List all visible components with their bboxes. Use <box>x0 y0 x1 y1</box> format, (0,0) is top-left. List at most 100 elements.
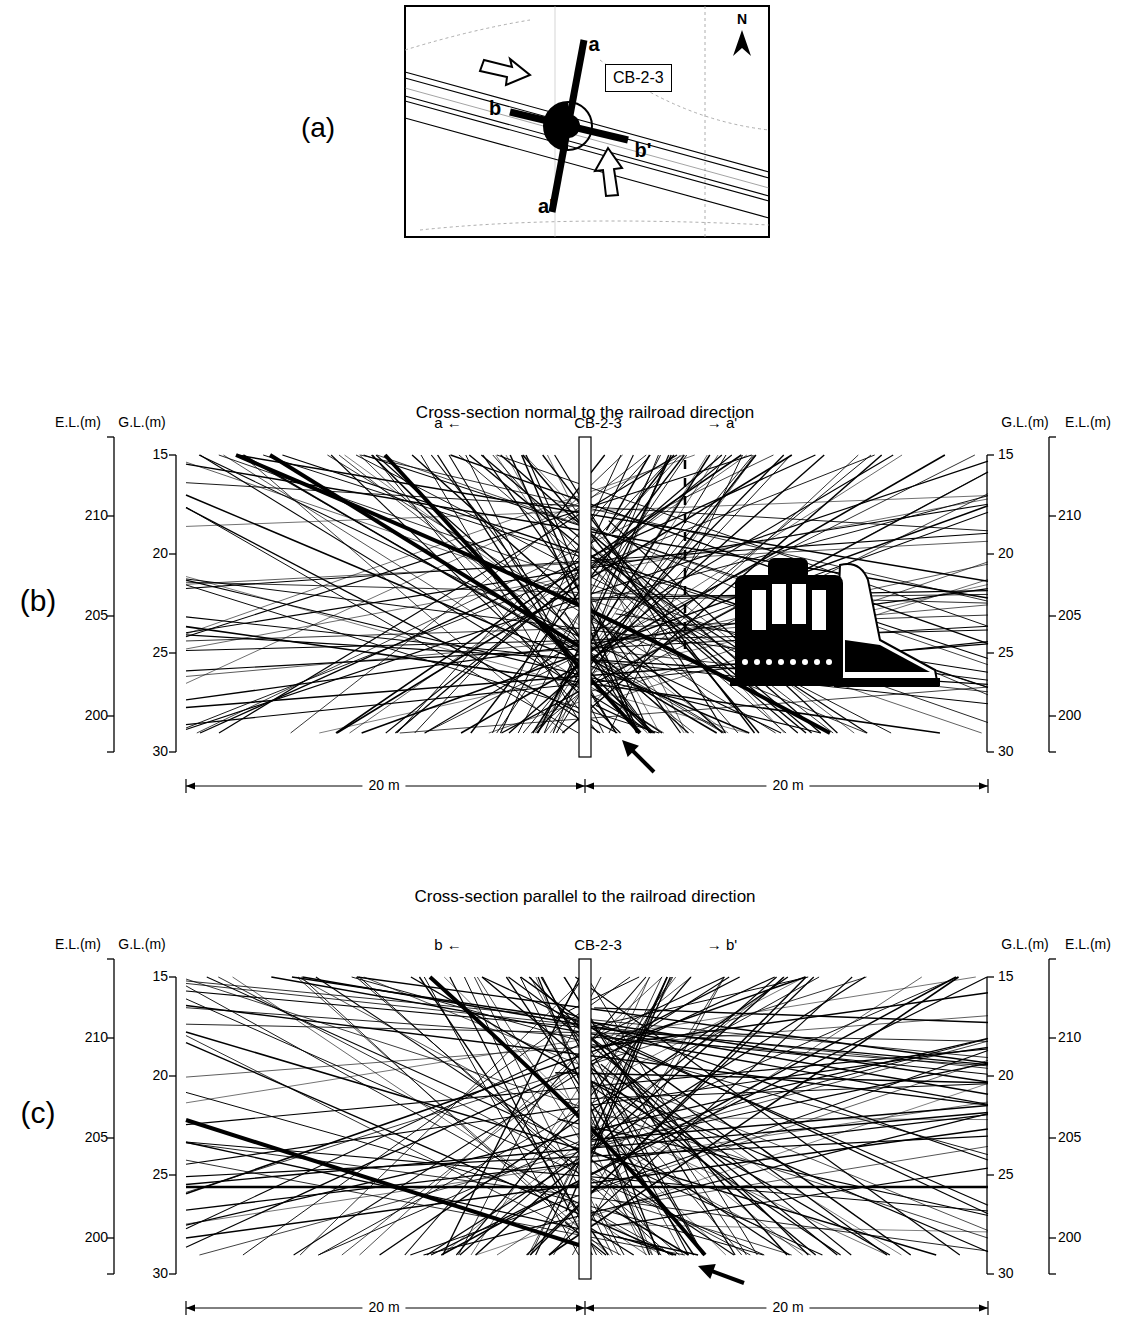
trace-line <box>616 1036 988 1075</box>
trace-line <box>186 455 683 683</box>
axis-tick <box>987 1273 994 1274</box>
trace-line <box>318 977 957 1255</box>
section-label: 25 <box>998 645 1014 660</box>
axis-tick <box>107 1137 114 1138</box>
section-label: 205 <box>85 608 108 623</box>
trace-line <box>263 455 988 687</box>
map-label: b <box>489 97 501 119</box>
dimension-arrow <box>585 1305 594 1312</box>
trace-line <box>199 1041 988 1255</box>
axis-tick <box>107 1237 114 1238</box>
section-label: → a' <box>707 415 737 432</box>
trace-line <box>410 1051 988 1255</box>
axis-tick <box>107 958 114 959</box>
section-label: 20 <box>998 1068 1014 1083</box>
trace-line <box>345 455 729 733</box>
trace-line <box>186 986 672 1255</box>
section-label: 20 m <box>766 1300 809 1315</box>
trace-line <box>535 455 707 733</box>
dimension-arrow <box>186 1305 195 1312</box>
panel-letter: (b) <box>20 584 57 617</box>
section-label: → b' <box>707 937 737 954</box>
axis-tick <box>1049 1037 1056 1038</box>
section-label: 205 <box>1058 1130 1081 1145</box>
trace-line <box>613 1146 988 1207</box>
section-label: 25 <box>152 645 168 660</box>
axis-line <box>175 455 176 752</box>
section-label: 210 <box>1058 508 1081 523</box>
axis-line <box>113 959 114 1274</box>
major-trace <box>385 455 640 733</box>
trace-line <box>545 455 755 733</box>
borehole <box>579 959 591 1279</box>
major-trace <box>186 1120 585 1247</box>
axis-line <box>1048 959 1049 1274</box>
map-label: a' <box>538 195 554 217</box>
axis-tick <box>169 652 176 653</box>
panel-letter: (a) <box>301 113 335 144</box>
trace-line <box>427 977 865 1255</box>
section-label: 205 <box>85 1130 108 1145</box>
axis-tick <box>1049 751 1056 752</box>
trace-line <box>581 993 988 1049</box>
dimension-arrow <box>979 1305 988 1312</box>
section-label: 20 m <box>362 1300 405 1315</box>
axis-tick <box>107 751 114 752</box>
train-icon <box>730 558 940 686</box>
section-label: 210 <box>85 1030 108 1045</box>
axis-line <box>175 977 176 1274</box>
section-label: G.L.(m) <box>118 937 165 952</box>
dimension-arrow <box>576 783 585 790</box>
trace-line <box>297 977 610 1255</box>
dashed-marker <box>684 460 687 655</box>
trace-line <box>481 455 811 733</box>
section-label: 25 <box>152 1167 168 1182</box>
axis-tick <box>169 1273 176 1274</box>
axis-tick <box>987 553 994 554</box>
section-label: G.L.(m) <box>1001 937 1048 952</box>
axis-line <box>986 455 987 752</box>
trace-line <box>584 977 670 1175</box>
trace-line <box>456 977 691 1255</box>
axis-tick <box>1049 436 1056 437</box>
axis-tick <box>987 976 994 977</box>
trace-line <box>471 455 684 733</box>
trace-line <box>573 1063 988 1149</box>
section-label: 205 <box>1058 608 1081 623</box>
axis-tick <box>169 976 176 977</box>
section-label: 210 <box>85 508 108 523</box>
section-label: a ← <box>434 415 462 432</box>
map-label: b' <box>635 139 652 161</box>
trace-line <box>604 1038 988 1206</box>
section-label: CB-2-3 <box>574 937 622 954</box>
axis-tick <box>1049 515 1056 516</box>
trace-line <box>362 506 988 733</box>
trace-line <box>319 977 819 1255</box>
trace-line <box>607 1096 741 1255</box>
axis-tick <box>987 751 994 752</box>
section-label: 15 <box>152 969 168 984</box>
trace-line <box>300 977 585 1255</box>
axis-line <box>1048 437 1049 752</box>
trace-line <box>620 1143 790 1255</box>
section-label: 200 <box>85 1230 108 1245</box>
section-label: E.L.(m) <box>1065 937 1111 952</box>
dimension-arrow <box>585 783 594 790</box>
trace-line <box>186 1160 685 1255</box>
map-inset <box>405 6 769 237</box>
section-label: 15 <box>998 969 1014 984</box>
section-label: b ← <box>434 937 462 954</box>
section-label: G.L.(m) <box>118 415 165 430</box>
section-label: 210 <box>1058 1030 1081 1045</box>
section-label: 20 <box>152 1068 168 1083</box>
trace-line <box>501 455 821 733</box>
trace-line <box>596 1204 624 1255</box>
trace-line <box>508 977 886 1255</box>
axis-tick <box>169 454 176 455</box>
section-label: 20 m <box>362 778 405 793</box>
trace-line <box>186 1032 936 1255</box>
map-label: a <box>588 33 599 55</box>
section-label: 20 <box>152 546 168 561</box>
cross-section <box>107 959 1056 1315</box>
